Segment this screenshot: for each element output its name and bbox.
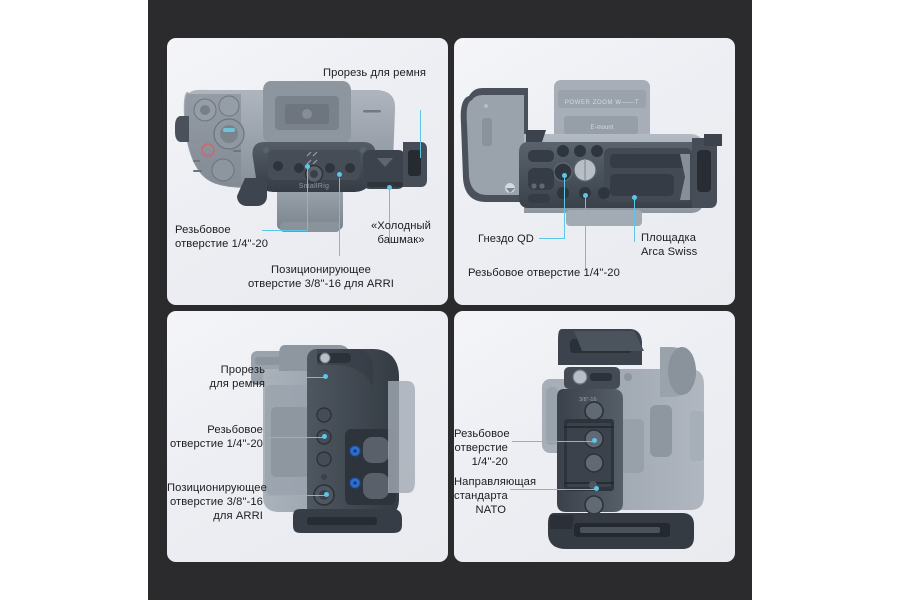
- anchor-dot-arri: [337, 172, 342, 177]
- svg-text:E-mount: E-mount: [591, 125, 614, 131]
- leader-qd-socket-seg: [564, 176, 566, 238]
- leader-thread-quarter: [512, 441, 594, 443]
- leader-thread-seg: [307, 168, 309, 230]
- anchor-dot-thread: [322, 434, 327, 439]
- svg-text:3/8"-16: 3/8"-16: [579, 397, 597, 403]
- svg-text:SmallRig: SmallRig: [299, 183, 329, 190]
- callout-arri-locating: Позиционирующее отверстие 3/8"-16 для AR…: [247, 264, 394, 291]
- camera-right-side-illustration: 3/8"-16: [454, 311, 735, 562]
- callout-arri-locating: Позиционирующее отверстие 3/8"-16 для AR…: [167, 482, 267, 523]
- anchor-dot-thread: [592, 438, 597, 443]
- camera-top-view-illustration: SmallRig: [167, 38, 448, 305]
- leader-arca-plate: [634, 198, 636, 242]
- anchor-dot-nato: [594, 486, 599, 491]
- anchor-dot-qd: [562, 173, 567, 178]
- anchor-dot-thread: [305, 164, 310, 169]
- callout-strap-slot: Прорезь для ремня: [209, 364, 265, 391]
- camera-bottom-view-illustration: POWER ZOOM W——T E-mount: [454, 38, 735, 305]
- callout-thread-quarter: Резьбовое отверстие 1/4"-20: [175, 224, 269, 251]
- anchor-dot-arri: [324, 492, 329, 497]
- leader-thread-run: [262, 230, 308, 232]
- anchor-dot-thread: [583, 193, 588, 198]
- anchor-dot-arca: [632, 195, 637, 200]
- callout-thread-quarter: Резьбовое отверстие 1/4"-20: [454, 428, 510, 469]
- bottom-view-panel: POWER ZOOM W——T E-mount: [454, 38, 735, 305]
- leader-cold-shoe: [389, 188, 391, 244]
- leader-thread-quarter: [267, 437, 325, 439]
- leader-thread-quarter: [585, 196, 587, 270]
- callout-arca-plate: Площадка Arca Swiss: [641, 232, 698, 259]
- panel-grid: SmallRig: [167, 38, 735, 562]
- callout-qd-socket: Гнездо QD: [477, 233, 534, 245]
- leader-arri-locating: [265, 495, 327, 497]
- svg-text:POWER ZOOM W——T: POWER ZOOM W——T: [565, 100, 639, 106]
- callout-thread-quarter: Резьбовое отверстие 1/4"-20: [169, 424, 263, 451]
- leader-nato-rail: [510, 489, 596, 491]
- callout-thread-quarter: Резьбовое отверстие 1/4"-20: [468, 267, 620, 279]
- top-view-panel: SmallRig: [167, 38, 448, 305]
- leader-strap-slot: [420, 110, 422, 158]
- left-side-view-panel: Прорезь для ремня Резьбовое отверстие 1/…: [167, 311, 448, 562]
- leader-strap-slot: [269, 377, 325, 379]
- right-side-view-panel: 3/8"-16 Резьбовое отверстие 1/4"-20 Напр…: [454, 311, 735, 562]
- callout-strap-slot: Прорезь для ремня: [323, 67, 427, 79]
- anchor-dot-strap: [323, 374, 328, 379]
- leader-qd-socket-run: [539, 238, 565, 240]
- anchor-dot-coldshoe: [387, 185, 392, 190]
- callout-cold-shoe: «Холодный башмак»: [370, 220, 432, 247]
- leader-arri: [339, 178, 341, 256]
- callout-nato-rail: Направляющая стандарта NATO: [454, 476, 537, 517]
